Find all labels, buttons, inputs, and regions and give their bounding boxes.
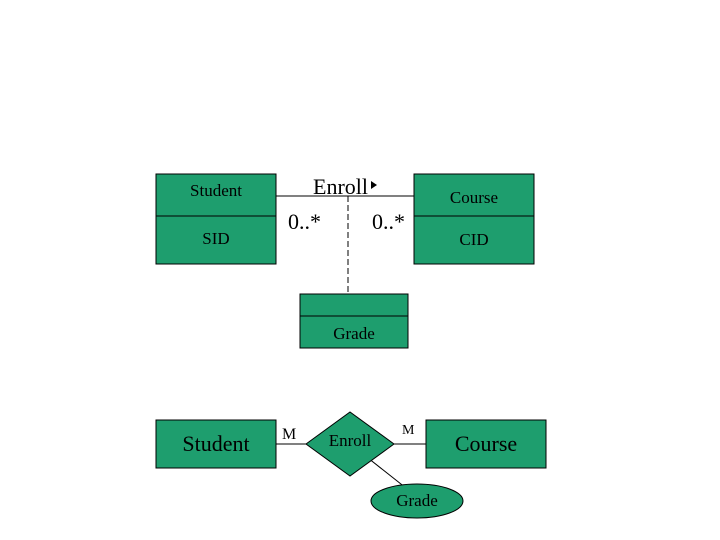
er-attribute-label: Grade xyxy=(396,491,438,510)
uml-multiplicity-right: 0..* xyxy=(372,209,405,234)
er-attribute-ellipse[interactable] xyxy=(370,483,464,519)
uml-association-class-attribute: Grade xyxy=(333,324,375,343)
er-attribute-connector xyxy=(367,457,407,489)
uml-course-attribute: CID xyxy=(459,230,489,249)
er-student-label: Student xyxy=(182,431,250,456)
er-course-entity[interactable] xyxy=(425,419,547,469)
uml-course-name: Course xyxy=(449,188,499,207)
uml-student-name: Student xyxy=(190,181,242,200)
uml-course-class[interactable] xyxy=(413,173,535,265)
er-student-entity[interactable] xyxy=(155,419,277,469)
er-cardinality-right: M xyxy=(402,423,415,438)
uml-association-name: Enroll xyxy=(313,174,368,199)
er-course-label: Course xyxy=(454,431,518,456)
uml-association-class[interactable] xyxy=(299,293,409,349)
er-relationship-diamond[interactable] xyxy=(305,411,395,477)
association-direction-arrow-icon xyxy=(371,181,377,189)
uml-multiplicity-left: 0..* xyxy=(288,209,321,234)
uml-student-class[interactable] xyxy=(155,173,277,265)
er-cardinality-left: M xyxy=(282,426,297,443)
er-relationship-label: Enroll xyxy=(328,431,372,450)
uml-student-attribute: SID xyxy=(202,229,230,248)
